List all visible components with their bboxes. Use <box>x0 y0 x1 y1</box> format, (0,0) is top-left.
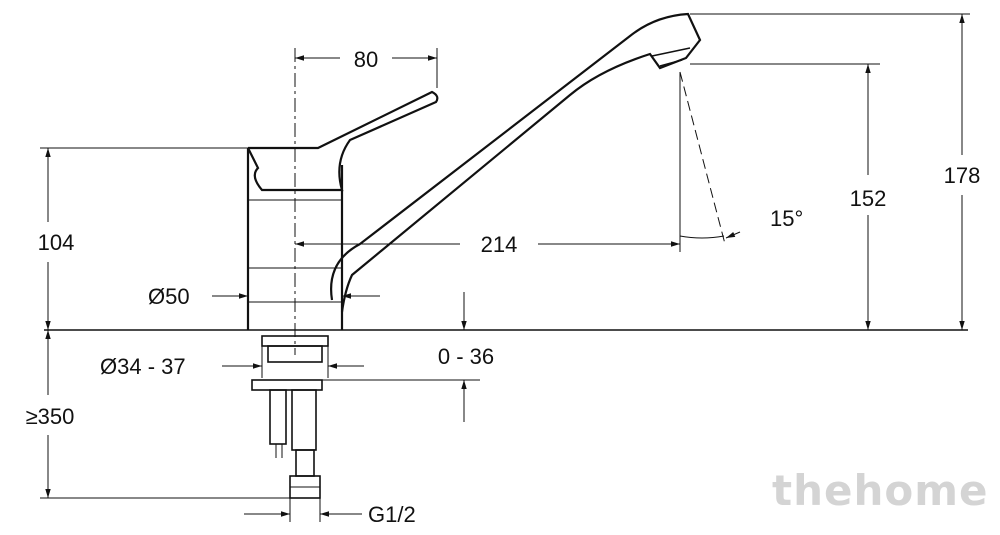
dimension-104: 104 <box>38 147 248 330</box>
underside-fittings <box>251 335 329 499</box>
dimension-diameter-50: Ø50 <box>148 284 380 309</box>
dim-label-diameter-34-37: Ø34 - 37 <box>100 354 186 379</box>
dimension-0-36: 0 - 36 <box>322 292 494 422</box>
dim-label-g1-2: G1/2 <box>368 502 416 527</box>
dimension-214: 214 <box>295 72 681 257</box>
dim-label-0-36: 0 - 36 <box>438 344 494 369</box>
dimension-80: 80 <box>295 47 438 88</box>
faucet-body <box>246 148 344 330</box>
dimension-diameter-34-37: Ø34 - 37 <box>100 342 364 379</box>
spout <box>330 12 702 313</box>
dim-label-diameter-50: Ø50 <box>148 284 190 309</box>
dimension-350: ≥350 <box>26 330 292 499</box>
lever-handle <box>247 90 439 192</box>
dim-label-178: 178 <box>944 163 981 188</box>
dim-label-214: 214 <box>481 232 518 257</box>
watermark: thehome <box>772 466 988 515</box>
dim-label-152: 152 <box>850 186 887 211</box>
dimension-152: 152 <box>690 63 887 330</box>
dimension-178: 178 <box>690 13 981 330</box>
dim-label-350: ≥350 <box>26 404 75 429</box>
dimension-g1-2: G1/2 <box>244 498 416 527</box>
dimension-15-degree: 15° <box>679 71 803 245</box>
dim-label-104: 104 <box>38 230 75 255</box>
dim-label-80: 80 <box>354 47 378 72</box>
dim-label-15-degree: 15° <box>770 206 803 231</box>
spout-nozzle <box>651 47 691 67</box>
